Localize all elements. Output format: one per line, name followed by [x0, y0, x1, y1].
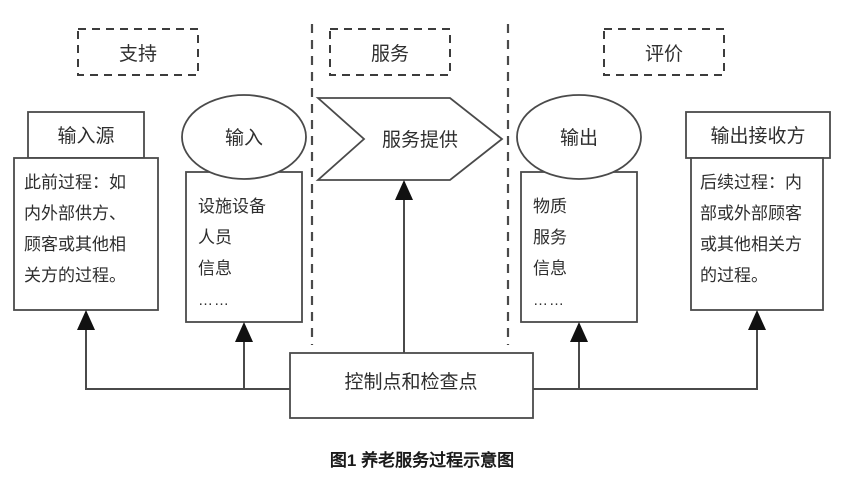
- output-line-1: 物质: [533, 197, 567, 216]
- zone-service-label: 服务: [371, 43, 409, 65]
- output-receiver-line-3: 或其他相关方: [700, 235, 802, 254]
- output-receiver-body-box: [690, 157, 824, 311]
- input-source-line-3: 顾客或其他相: [24, 235, 126, 254]
- input-source-line-2: 内外部供方、: [24, 204, 126, 223]
- arrowhead-input: [235, 322, 253, 342]
- arrowhead-group: [77, 180, 766, 342]
- output-receiver-line-2: 部或外部顾客: [700, 204, 802, 223]
- node-input[interactable]: 输入 设施设备 人员 信息 ……: [181, 94, 307, 323]
- output-line-2: 服务: [533, 228, 567, 247]
- input-ellipse: [181, 94, 307, 180]
- output-receiver-line-4: 的过程。: [700, 266, 768, 285]
- zone-evaluation-label: 评价: [645, 44, 683, 65]
- zone-support: 支持: [77, 28, 199, 76]
- output-ellipsis: ……: [533, 292, 565, 309]
- connector-to-input-source: [85, 326, 290, 390]
- output-body-box: [520, 171, 638, 323]
- input-source-title: 输入源: [57, 125, 114, 147]
- figure-caption: 图1 养老服务过程示意图: [330, 450, 514, 470]
- node-output-receiver[interactable]: 输出接收方 后续过程：内 部或外部顾客 或其他相关方 的过程。: [685, 111, 831, 311]
- connector-group: [85, 196, 758, 390]
- input-source-line-1: 此前过程：如: [24, 173, 126, 192]
- input-source-line-4: 关方的过程。: [24, 266, 126, 285]
- node-input-source[interactable]: 输入源 此前过程：如 内外部供方、 顾客或其他相 关方的过程。: [13, 111, 159, 311]
- zone-service: 服务: [329, 28, 451, 76]
- service-provision-title: 服务提供: [382, 129, 458, 151]
- output-ellipse: [516, 94, 642, 180]
- control-box: [289, 352, 534, 419]
- input-line-3: 信息: [198, 259, 232, 278]
- output-receiver-title-box: [685, 111, 831, 159]
- node-control[interactable]: 控制点和检查点: [289, 352, 534, 419]
- connector-to-output-receiver: [533, 326, 758, 390]
- zone-support-box: [77, 28, 199, 76]
- input-body-box: [185, 171, 303, 323]
- input-line-2: 人员: [198, 228, 232, 247]
- arrowhead-output: [570, 322, 588, 342]
- service-provision-chevron: [315, 97, 504, 181]
- zone-evaluation-box: [603, 28, 725, 76]
- output-line-3: 信息: [533, 259, 567, 278]
- node-service-provision[interactable]: 服务提供: [315, 97, 504, 181]
- zone-service-box: [329, 28, 451, 76]
- output-receiver-line-1: 后续过程：内: [700, 173, 802, 192]
- zone-evaluation: 评价: [603, 28, 725, 76]
- input-source-title-box: [27, 111, 145, 159]
- arrowhead-output-receiver: [748, 310, 766, 330]
- output-title: 输出: [560, 127, 598, 149]
- input-line-1: 设施设备: [198, 197, 266, 216]
- input-title: 输入: [225, 127, 263, 149]
- output-receiver-title: 输出接收方: [710, 125, 805, 147]
- node-output[interactable]: 输出 物质 服务 信息 ……: [516, 94, 642, 323]
- input-ellipsis: ……: [198, 292, 230, 309]
- control-title: 控制点和检查点: [344, 371, 477, 393]
- zone-support-label: 支持: [119, 43, 157, 65]
- arrowhead-input-source: [77, 310, 95, 330]
- arrowhead-service-provision: [395, 180, 413, 200]
